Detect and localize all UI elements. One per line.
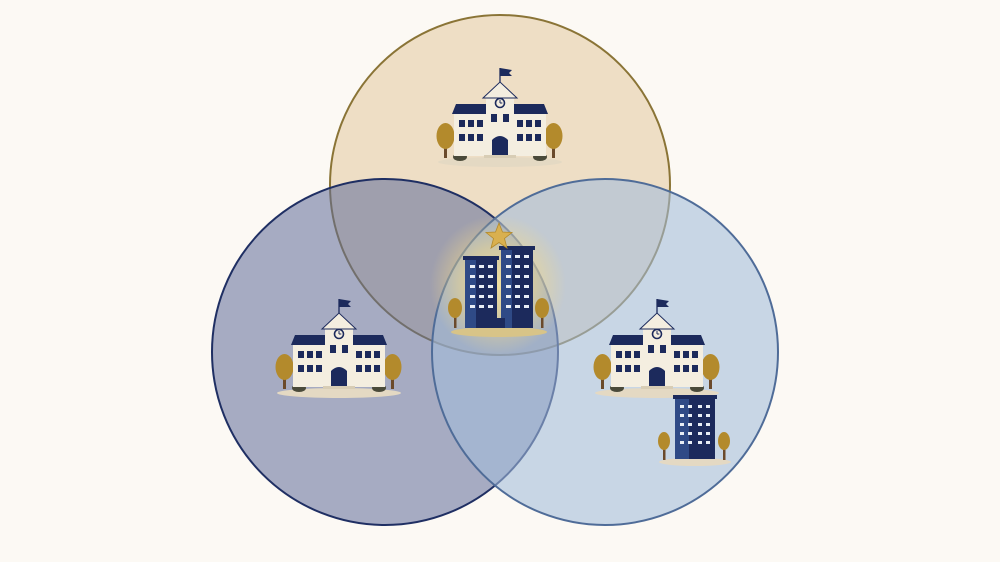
tower-windows	[680, 405, 710, 444]
twin-tower-windows	[470, 255, 529, 308]
star-icon	[484, 221, 514, 249]
